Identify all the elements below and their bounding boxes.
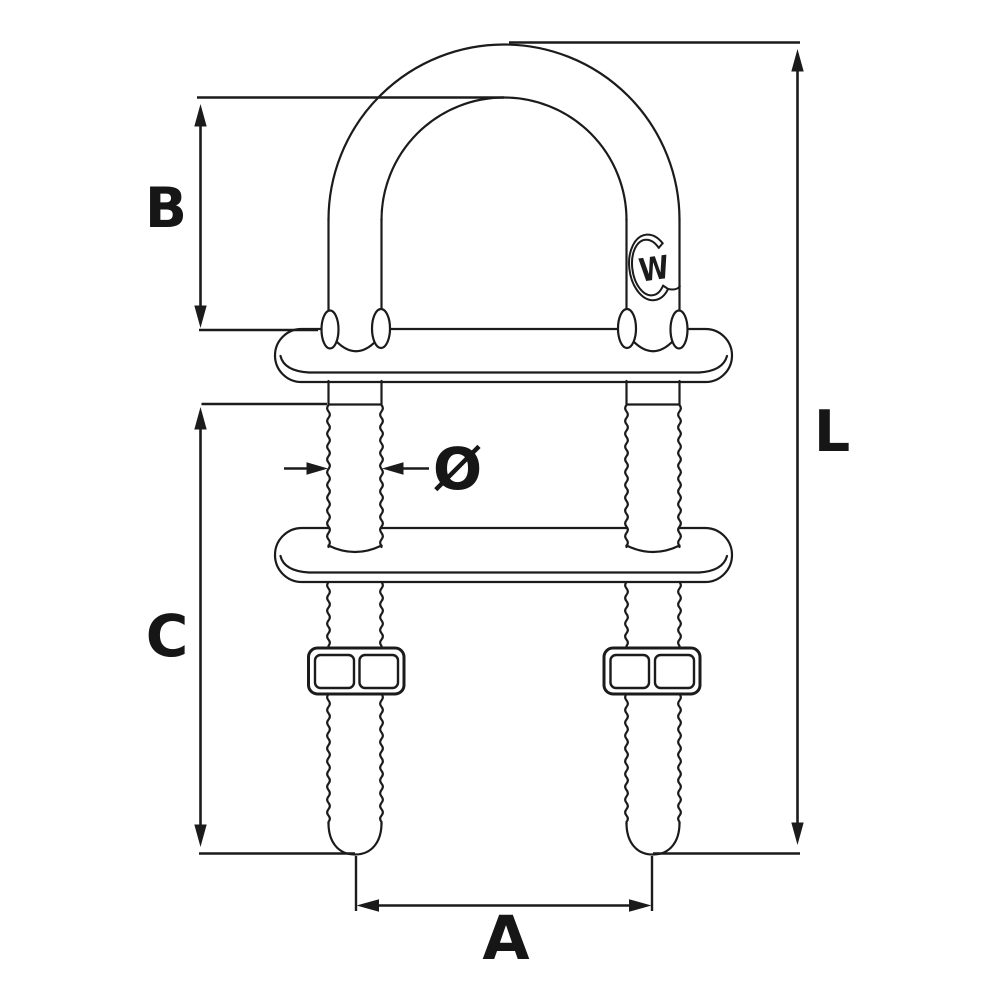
top-plate-body [273, 327, 734, 384]
top-backing-plate [273, 307, 734, 384]
thread-edge [624, 403, 629, 549]
dimension-l: L [509, 41, 850, 855]
right-rod-tip-dome [625, 821, 681, 856]
u-bolt-shackle [327, 43, 681, 315]
arrow-up [791, 49, 804, 72]
logo-tail [667, 285, 681, 291]
inner-arch-curve [380, 96, 628, 222]
right-threaded-rod [624, 403, 682, 856]
thread-edge [379, 403, 384, 549]
thread-edge [326, 403, 331, 549]
thread-edge [677, 692, 682, 826]
top-plate-thickness-line [279, 354, 729, 374]
left-leg-boss-inner [370, 307, 392, 350]
left-rod-tip-dome [327, 821, 383, 856]
arrow-up [194, 407, 207, 430]
dimension-b-label: B [145, 176, 187, 240]
thread-edge [677, 403, 682, 549]
left-rod-hole-curve [327, 544, 383, 554]
rod-smooth-shanks [327, 379, 681, 406]
dimension-l-label: L [814, 399, 850, 465]
wichard-logo: W [628, 233, 681, 302]
dimension-c: C [146, 402, 327, 847]
dimension-diameter-label: Ø [433, 435, 482, 503]
left-threaded-rod [326, 403, 384, 856]
left-leg-boss-outer [320, 309, 340, 350]
arrow-up [194, 104, 207, 127]
thread-edge [326, 580, 331, 650]
thread-edge [326, 692, 331, 826]
right-nut [602, 646, 702, 696]
arrow-left [356, 899, 379, 912]
arrow-right [306, 462, 328, 475]
arrow-left [382, 462, 404, 475]
thread-edge [677, 580, 682, 650]
left-nut-hole [313, 653, 356, 690]
arrow-down [194, 824, 207, 847]
middle-plate-body [273, 526, 734, 584]
arrow-right [629, 899, 652, 912]
right-leg-boss-inner [616, 307, 638, 350]
left-leg-boss-curve [334, 339, 378, 353]
dimension-a: A [199, 852, 654, 974]
left-nut-hole [358, 653, 400, 690]
dimension-b: B [145, 96, 504, 332]
right-leg-boss-curve [631, 339, 675, 353]
middle-backing-plate [273, 521, 734, 584]
logo-loop-outer [628, 233, 670, 302]
logo-w-letter: W [637, 248, 672, 290]
right-nut-hole [609, 653, 651, 690]
right-leg-boss-outer [669, 309, 689, 350]
logo-loop-inner [631, 238, 665, 297]
right-nut-hole [653, 653, 696, 690]
thread-edge [624, 692, 629, 826]
dimension-c-label: C [146, 602, 189, 670]
right-rod-hole-curve [625, 544, 681, 554]
thread-edge [379, 580, 384, 650]
arrow-down [791, 822, 804, 845]
dimension-diameter: Ø [284, 435, 482, 503]
left-nut [307, 646, 406, 696]
thread-edge [379, 692, 384, 826]
outer-arch-curve [327, 43, 681, 222]
middle-plate-thickness-line [279, 554, 729, 574]
dimension-a-label: A [482, 903, 529, 974]
arrow-down [194, 305, 207, 328]
thread-edge [624, 580, 629, 650]
